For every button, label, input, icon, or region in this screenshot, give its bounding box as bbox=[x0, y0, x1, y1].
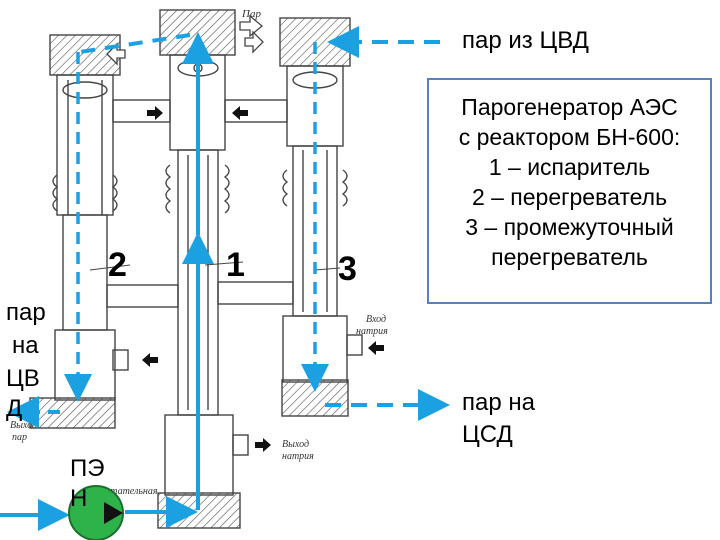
pump-play-icon bbox=[104, 502, 123, 524]
module-3-reheater bbox=[279, 17, 363, 417]
label-steam-from-hpc: пар из ЦВД bbox=[462, 27, 589, 54]
legend-title-line2: с реактором БН-600: bbox=[458, 124, 681, 150]
sodium-arrow-icon bbox=[368, 341, 384, 355]
legend-item-2: 2 – перегреватель bbox=[471, 184, 668, 210]
leader-lines bbox=[89, 261, 341, 271]
feed-pump bbox=[68, 485, 124, 540]
outline-arrow-icon bbox=[106, 42, 126, 66]
label-pump-1: ПЭ bbox=[70, 455, 105, 482]
legend-item-1: 1 – испаритель bbox=[488, 154, 651, 180]
drawing-label-sodium-outlet-2: натрия bbox=[282, 451, 314, 462]
outline-arrow-icon bbox=[244, 30, 264, 54]
legend-item-3-cont: перегреватель bbox=[491, 244, 648, 270]
legend-title-line1: Парогенератор АЭС bbox=[461, 94, 678, 120]
drawing-label-steam: Пар bbox=[241, 8, 261, 20]
steam-out-arrow-icon bbox=[239, 14, 264, 38]
drawing-label-sodium-inlet-2: натрия bbox=[356, 326, 388, 337]
sodium-arrow-icon bbox=[142, 353, 158, 367]
flow-lines bbox=[0, 26, 450, 531]
pipe-2-1-top bbox=[112, 99, 171, 123]
drawing-label-feedwater: Питательная bbox=[97, 486, 158, 497]
drawing-label-sodium-outlet: Выход bbox=[282, 439, 309, 450]
module-2-bottom-head bbox=[29, 397, 116, 429]
legend-box: Парогенератор АЭС с реактором БН-600: 1 … bbox=[427, 78, 712, 304]
module-number-1: 1 bbox=[226, 246, 245, 284]
flow-1-to-2-top bbox=[79, 33, 191, 54]
outline-arrows bbox=[106, 14, 264, 66]
module-3-bottom-head bbox=[281, 379, 349, 417]
label-steam-to-hpc-1: пар bbox=[6, 299, 46, 326]
label-steam-to-ipc-1: пар на bbox=[462, 389, 535, 416]
module-number-2: 2 bbox=[108, 246, 127, 284]
label-steam-to-hpc-4: Д bbox=[6, 395, 23, 422]
legend-item-3: 3 – промежуточный bbox=[465, 214, 674, 240]
sodium-arrow-icon bbox=[232, 106, 248, 120]
label-steam-to-hpc-3: ЦВ bbox=[6, 365, 40, 392]
label-steam-to-hpc-2: на bbox=[12, 332, 39, 359]
drawing-label-sodium-inlet: Вход bbox=[366, 314, 386, 325]
pipe-2-1-mid bbox=[106, 284, 179, 308]
label-pump-2: Н bbox=[70, 485, 88, 512]
sodium-arrows bbox=[142, 106, 384, 452]
module-number-3: 3 bbox=[338, 250, 357, 288]
drawing-label-steam-out-2: пар bbox=[12, 432, 27, 443]
sodium-arrow-icon bbox=[255, 438, 271, 452]
label-steam-to-ipc-2: ЦСД bbox=[462, 421, 513, 448]
sodium-arrow-icon bbox=[147, 106, 163, 120]
pipe-1-3-top bbox=[224, 99, 288, 123]
pipe-1-3-mid bbox=[217, 281, 294, 305]
connecting-pipes bbox=[106, 99, 294, 308]
